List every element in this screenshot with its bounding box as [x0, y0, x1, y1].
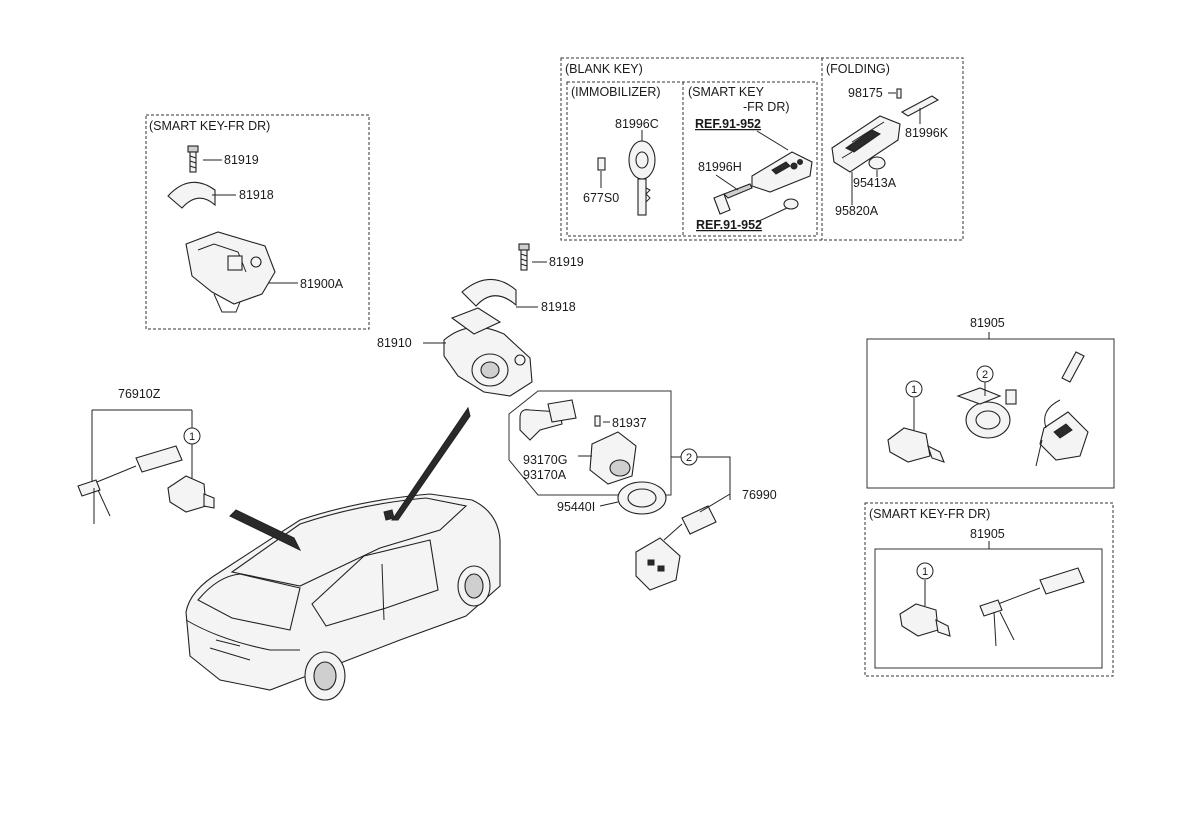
pin-98175-drawing	[896, 88, 902, 99]
smart-key-battery-drawing	[783, 198, 799, 210]
part-label-81996H: 81996H	[698, 160, 742, 174]
blank-key-box	[560, 57, 964, 241]
callout-1-r2: 1	[922, 566, 928, 578]
folding-key-fob-95820A-drawing	[831, 115, 901, 173]
lock-actuator-76990-drawing	[635, 505, 717, 591]
door-lock-cylinder-left-drawing	[167, 475, 215, 513]
lock-cylinder-93170A-drawing	[589, 431, 637, 485]
part-label-81905-bottom: 81905	[970, 527, 1005, 541]
smart-key-caption-line2: -FR DR)	[743, 100, 790, 114]
part-label-95440I: 95440I	[557, 500, 595, 514]
door-handle-bracket-drawing	[519, 399, 577, 441]
assembly-81905-box	[866, 338, 1115, 489]
ignition-ring-81918-left-drawing	[167, 181, 216, 209]
part-label-81900A: 81900A	[300, 277, 344, 291]
folding-caption: (FOLDING)	[826, 62, 890, 76]
ignition-ring-81918-center-drawing	[461, 278, 517, 307]
smart-key-fob-drawing	[751, 151, 813, 193]
part-label-81918-left: 81918	[239, 188, 274, 202]
callout-circle-1-left	[183, 427, 201, 445]
emergency-key-81996H-drawing	[713, 183, 753, 215]
blank-key-caption: (BLANK KEY)	[565, 62, 643, 76]
leader-ref-bottom	[756, 207, 788, 223]
callout-2-r1: 2	[982, 369, 988, 381]
ref-91-952-top: REF.91-952	[695, 117, 761, 131]
part-label-98175: 98175	[848, 86, 883, 100]
immobilizer-caption: (IMMOBILIZER)	[571, 85, 661, 99]
callout-1-left: 1	[189, 431, 195, 443]
door-lock-wiring-76910Z-drawing	[77, 445, 183, 524]
smart-key-fr-dr-left-box	[145, 114, 370, 330]
leader-76990	[671, 456, 731, 513]
immobilizer-smartkey-box	[566, 81, 818, 237]
smart-key-fr-dr-right-caption: (SMART KEY-FR DR)	[869, 507, 990, 521]
folding-key-blade-81996K-drawing	[900, 95, 940, 117]
immobilizer-key-81996C-drawing	[628, 140, 656, 216]
part-label-93170G: 93170G	[523, 453, 567, 467]
ref-91-952-bottom: REF.91-952	[696, 218, 762, 232]
ignition-cylinder-r1-drawing	[956, 387, 1017, 439]
part-label-81910: 81910	[377, 336, 412, 350]
arrow-to-rear-door	[229, 509, 302, 552]
part-label-81996C: 81996C	[615, 117, 659, 131]
part-label-76990: 76990	[742, 488, 777, 502]
part-label-677S0: 677S0	[583, 191, 619, 205]
callout-circle-2-mid	[680, 448, 698, 466]
callout-1-r1: 1	[911, 384, 917, 396]
callout-2-mid: 2	[686, 452, 692, 464]
part-label-95820A: 95820A	[835, 204, 879, 218]
part-label-81996K: 81996K	[905, 126, 949, 140]
battery-95413A-drawing	[868, 156, 886, 170]
door-lock-cylinder-r2-drawing	[899, 603, 951, 637]
ignition-bolt-81919-center-drawing	[518, 243, 530, 271]
part-label-81919-left: 81919	[224, 153, 259, 167]
door-lock-cylinder-r1-drawing	[887, 427, 945, 463]
door-lock-wiring-r2-drawing	[979, 567, 1085, 647]
leader-81996H	[715, 174, 739, 191]
part-label-81919-center: 81919	[549, 255, 584, 269]
smart-key-fob-r1-drawing	[1035, 351, 1089, 467]
arrow-to-ignition	[391, 406, 471, 521]
smart-key-caption-line1: (SMART KEY	[688, 85, 765, 99]
callout-circle-1-r1	[905, 380, 923, 398]
part-label-81918-center: 81918	[541, 300, 576, 314]
ignition-switch-81910-drawing	[443, 307, 533, 397]
leader-ref-top	[756, 130, 789, 151]
screw-81937-drawing	[594, 415, 601, 427]
part-label-93170A: 93170A	[523, 468, 567, 482]
part-label-81905-top: 81905	[970, 316, 1005, 330]
ignition-body-81900A-drawing	[185, 231, 276, 313]
part-label-81937: 81937	[612, 416, 647, 430]
ignition-bolt-81919-left-drawing	[187, 145, 199, 173]
smart-key-fr-dr-right-box	[864, 502, 1114, 677]
callout-circle-1-r2	[916, 562, 934, 580]
smart-key-fr-dr-left-caption: (SMART KEY-FR DR)	[149, 119, 270, 133]
lock-set-box	[508, 390, 672, 496]
vehicle-sedan-drawing	[185, 493, 501, 701]
transponder-677S0-drawing	[597, 157, 606, 171]
callout-circle-2-r1	[976, 365, 994, 383]
part-label-76910Z: 76910Z	[118, 387, 161, 401]
leader-95440I	[599, 501, 619, 507]
part-label-95413A: 95413A	[853, 176, 897, 190]
bezel-95440I-drawing	[617, 481, 667, 515]
